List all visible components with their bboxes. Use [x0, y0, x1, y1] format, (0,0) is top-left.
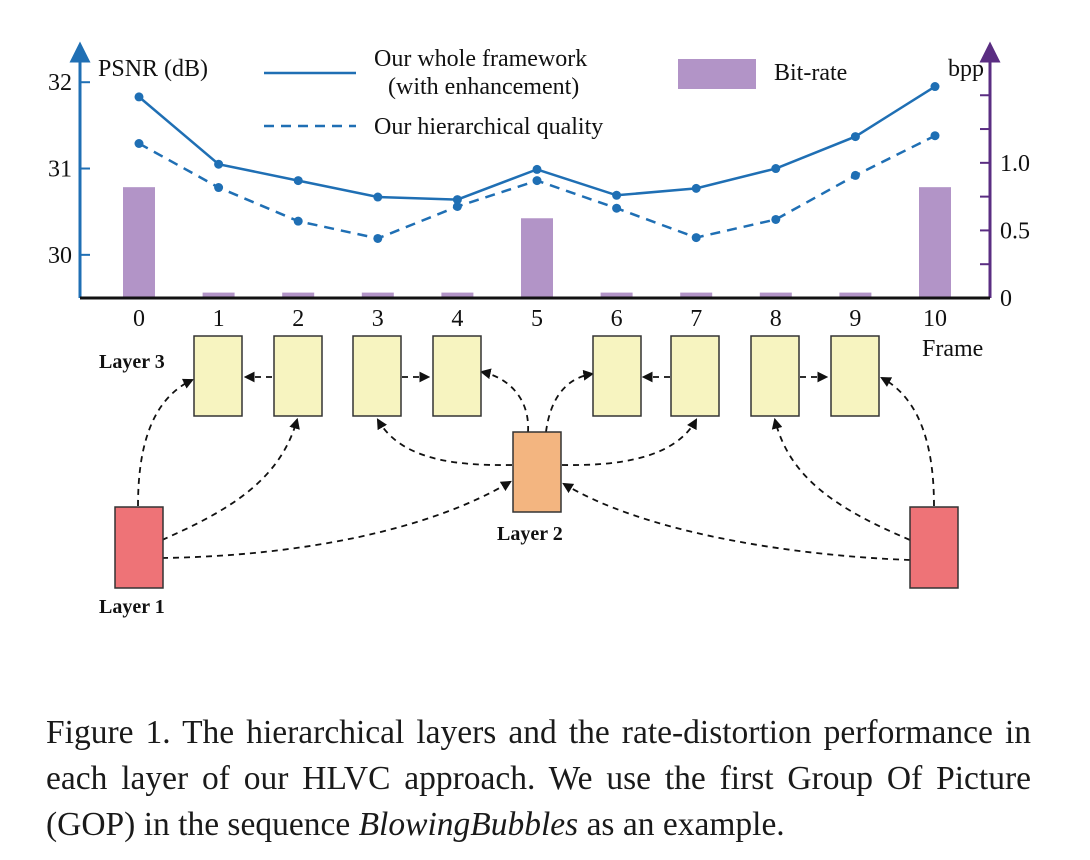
bitrate-bar-2	[282, 292, 315, 298]
x-tick-label: 5	[531, 306, 543, 332]
legend-solid-label-line1: Our whole framework	[374, 46, 587, 72]
arrow-f5-to-f3	[376, 418, 513, 466]
data-point-s0-f8	[771, 164, 781, 174]
left-y-axis-label: PSNR (dB)	[98, 56, 208, 82]
x-tick-label: 9	[849, 306, 861, 332]
x-tick-label: 4	[451, 306, 463, 332]
legend-dashed-label: Our hierarchical quality	[374, 114, 603, 140]
layer3-frame-2	[273, 335, 323, 417]
layer3-frame-4	[432, 335, 482, 417]
left-tick-label: 32	[48, 70, 72, 96]
x-axis-label: Frame	[922, 336, 983, 362]
legend: Our whole framework (with enhancement) O…	[264, 46, 847, 140]
left-tick-label: 31	[48, 157, 72, 183]
x-tick-label: 2	[292, 306, 304, 332]
data-point-s1-f1	[214, 183, 224, 193]
data-point-s1-f2	[293, 216, 303, 226]
psnr-bitrate-chart: 30 31 32 0 0.5 1.0 0 1 2 3 4 5 6 7 8 9 10 PSNR (dB) bp…	[48, 41, 1030, 362]
caption-text-1: Figure 1. The hierarchical layers and th…	[46, 713, 1031, 843]
data-point-s0-f9	[850, 132, 860, 142]
layer3-frame-8	[750, 335, 800, 417]
bitrate-bar-5	[521, 218, 553, 298]
arrow-f10-to-f8	[771, 417, 911, 541]
data-point-s1-f5	[532, 176, 542, 186]
data-point-s1-f0	[134, 138, 144, 148]
arrow-f5-to-f6	[545, 369, 595, 433]
layer3-frame-7	[670, 335, 720, 417]
bitrate-bar-0	[123, 187, 155, 298]
bitrate-bar-3	[361, 292, 394, 298]
bitrate-bar-9	[839, 292, 872, 298]
arrow-f10-to-f5	[562, 482, 911, 561]
right-tick-label: 0.5	[1000, 218, 1030, 244]
layer3-frame-6	[592, 335, 642, 417]
right-y-axis-label: bpp	[948, 56, 984, 82]
left-tick-label: 30	[48, 243, 72, 269]
arrow-f5-to-f7	[561, 418, 698, 466]
data-point-s1-f4	[452, 202, 462, 212]
data-point-s0-f5	[532, 164, 542, 174]
bitrate-bar-10	[919, 187, 951, 298]
arrow-f0-to-f5	[161, 480, 512, 559]
data-point-s0-f2	[293, 176, 303, 186]
x-tick-label: 0	[133, 306, 145, 332]
x-tick-label: 6	[611, 306, 623, 332]
x-tick-label: 3	[372, 306, 384, 332]
data-point-s0-f6	[612, 190, 622, 200]
legend-solid-label-line2: (with enhancement)	[388, 74, 579, 100]
x-tick-labels: 0 1 2 3 4 5 6 7 8 9 10	[133, 306, 947, 332]
right-tick-label: 1.0	[1000, 151, 1030, 177]
arrow-f5-to-f4	[479, 368, 529, 433]
bitrate-bar-4	[441, 292, 474, 298]
layer3-frame-3	[352, 335, 402, 417]
layer2-frame-5	[512, 431, 562, 513]
data-point-s0-f1	[214, 159, 224, 169]
layer3-frame-1	[193, 335, 243, 417]
data-point-s0-f0	[134, 92, 144, 102]
data-point-s1-f8	[771, 214, 781, 224]
layer-1-label: Layer 1	[99, 596, 165, 618]
bitrate-bar-7	[680, 292, 713, 298]
dashed-arrows	[137, 368, 935, 561]
bitrate-bar-8	[759, 292, 792, 298]
layer-2-label: Layer 2	[497, 523, 563, 545]
data-point-s1-f9	[850, 170, 860, 180]
legend-bar-swatch	[678, 59, 756, 89]
layer3-frame-9	[830, 335, 880, 417]
x-tick-label: 7	[690, 306, 702, 332]
psnr-lines	[134, 82, 940, 243]
data-point-s0-f10	[930, 82, 940, 92]
x-tick-label: 8	[770, 306, 782, 332]
layer-3-frames	[193, 335, 880, 417]
data-point-s1-f10	[930, 131, 940, 141]
caption-text-2: as an example.	[578, 805, 785, 843]
left-y-ticks: 30 31 32	[48, 70, 90, 269]
data-point-s0-f3	[373, 192, 383, 202]
layer-3-label: Layer 3	[99, 351, 165, 373]
x-tick-label: 10	[923, 306, 947, 332]
hlvc-figure: 30 31 32 0 0.5 1.0 0 1 2 3 4 5 6 7 8 9 10 PSNR (dB) bp…	[48, 41, 1030, 618]
caption-sequence-name: BlowingBubbles	[358, 805, 579, 843]
data-point-s1-f6	[612, 203, 622, 213]
data-point-s1-f7	[691, 233, 701, 243]
hierarchy-diagram: Layer 3 Layer 2 Layer 1	[99, 335, 959, 618]
layer1-frame-0	[114, 506, 164, 589]
data-point-s1-f3	[373, 233, 383, 243]
bitrate-bar-1	[202, 292, 235, 298]
figure-caption: Figure 1. The hierarchical layers and th…	[46, 710, 1031, 848]
data-point-s0-f7	[691, 183, 701, 193]
legend-bar-label: Bit-rate	[774, 60, 847, 86]
bitrate-bar-6	[600, 292, 633, 298]
arrow-f0-to-f2	[161, 417, 300, 541]
arrow-f10-to-f9	[880, 376, 935, 507]
data-point-s0-f4	[452, 195, 462, 205]
bitrate-bars	[123, 187, 951, 298]
arrow-f0-to-f1	[137, 378, 194, 507]
layer1-frame-10	[909, 506, 959, 589]
right-tick-label: 0	[1000, 286, 1012, 312]
x-tick-label: 1	[213, 306, 225, 332]
right-y-ticks: 0 0.5 1.0	[980, 94, 1030, 312]
